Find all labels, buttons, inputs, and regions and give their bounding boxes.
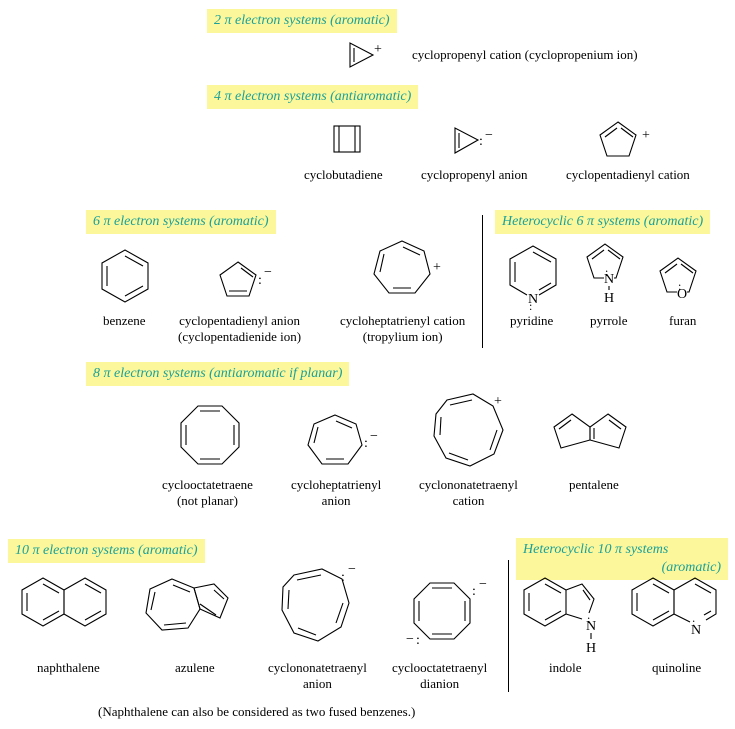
section-6pi-header: 6 π electron systems (aromatic) <box>86 210 276 234</box>
label-pentalene: pentalene <box>569 477 619 492</box>
label-cycloheptatrienyl-anion: cycloheptatrienyl anion <box>291 477 381 509</box>
svg-text:H: H <box>586 641 596 656</box>
pyridine-structure: N : <box>509 245 557 313</box>
label-cycloheptatrienyl-anion-line2: anion <box>321 493 351 508</box>
label-tropylium-line2: (tropylium ion) <box>362 329 443 344</box>
svg-text:+: + <box>433 260 441 275</box>
label-cyclopentadienyl-anion-line1: cyclopentadienyl anion <box>179 313 301 328</box>
pyrrole-structure: N : H <box>586 243 624 306</box>
label-pyridine: pyridine <box>510 313 554 328</box>
pentalene-structure <box>553 413 627 449</box>
label-indole: indole <box>549 660 582 675</box>
cyclooctatetraene-structure <box>180 405 240 465</box>
svg-text:−: − <box>264 265 272 280</box>
svg-text:N: N <box>691 623 701 638</box>
label-cyclopropenyl-cation: cyclopropenyl cation (cyclopropenium ion… <box>412 47 638 62</box>
label-cyclooctatetraene-line1: cyclooctatetraene <box>162 477 253 492</box>
section-4pi-header: 4 π electron systems (antiaromatic) <box>207 85 419 109</box>
cyclopentadienyl-cation-structure: + <box>599 121 650 157</box>
benzene-structure <box>101 249 149 303</box>
cycloheptatrienyl-anion-structure: : − <box>307 414 378 465</box>
svg-text::: : <box>416 633 420 648</box>
svg-text:−: − <box>485 128 493 143</box>
section-heterocyclic-10pi-line1: Heterocyclic 10 π systems <box>523 542 669 557</box>
svg-text::: : <box>472 584 476 599</box>
tropylium-structure: + <box>373 240 441 294</box>
furan-structure: O : <box>659 257 697 302</box>
section-10pi-header: 10 π electron systems (aromatic) <box>8 539 205 563</box>
section-2pi-header: 2 π electron systems (aromatic) <box>207 9 397 33</box>
label-cyclopentadienyl-anion: cyclopentadienyl anion (cyclopentadienid… <box>178 313 301 345</box>
svg-text:+: + <box>494 394 502 409</box>
svg-text:−: − <box>406 632 414 647</box>
svg-text::: : <box>258 273 262 288</box>
svg-text::: : <box>587 612 590 626</box>
separator-heterocyclic-6pi <box>482 215 483 348</box>
cyclononatetraenyl-anion-structure: : − <box>281 562 356 642</box>
label-cyclopropenyl-anion: cyclopropenyl anion <box>421 167 528 182</box>
label-cyclononatetraenyl-cation-line1: cyclononatetraenyl <box>419 477 518 492</box>
section-heterocyclic-6pi-header: Heterocyclic 6 π systems (aromatic) <box>495 210 711 234</box>
svg-text:H: H <box>604 291 614 306</box>
label-cyclononatetraenyl-anion: cyclononatetraenyl anion <box>268 660 367 692</box>
svg-text::: : <box>529 299 532 313</box>
label-pyrrole: pyrrole <box>590 313 628 328</box>
section-heterocyclic-10pi-line2: (aromatic) <box>661 560 721 575</box>
label-tropylium-line1: cycloheptatrienyl cation <box>340 313 466 328</box>
label-cycloheptatrienyl-anion-line1: cycloheptatrienyl <box>291 477 382 492</box>
label-cyclononatetraenyl-anion-line1: cyclononatetraenyl <box>268 660 367 675</box>
svg-text:+: + <box>374 42 382 57</box>
svg-text:−: − <box>348 562 356 577</box>
footnote: (Naphthalene can also be considered as t… <box>98 704 416 719</box>
svg-text:−: − <box>479 577 487 592</box>
svg-text::: : <box>341 570 345 585</box>
label-cyclopentadienyl-cation: cyclopentadienyl cation <box>566 167 690 182</box>
label-benzene: benzene <box>103 313 146 328</box>
svg-text::: : <box>364 436 368 451</box>
label-cyclopentadienyl-anion-line2: (cyclopentadienide ion) <box>178 329 302 344</box>
label-cyclooctatetraenyl-dianion-line2: dianion <box>420 676 460 691</box>
label-cyclooctatetraene: cyclooctatetraene (not planar) <box>162 477 253 509</box>
label-cyclononatetraenyl-cation-line2: cation <box>452 493 485 508</box>
label-naphthalene: naphthalene <box>37 660 100 675</box>
svg-text::: : <box>479 134 483 149</box>
indole-structure: N : H <box>523 577 596 656</box>
label-cyclononatetraenyl-anion-line2: anion <box>303 676 332 691</box>
svg-text:N: N <box>528 292 538 307</box>
svg-text:+: + <box>642 128 650 143</box>
svg-text:O: O <box>677 287 687 302</box>
cyclopentadienyl-anion-structure: : − <box>219 261 272 297</box>
cyclopropenyl-anion-structure: : − <box>454 127 493 154</box>
svg-text::: : <box>678 279 681 293</box>
label-azulene: azulene <box>175 660 215 675</box>
naphthalene-structure <box>21 577 107 627</box>
section-8pi-header: 8 π electron systems (antiaromatic if pl… <box>86 362 350 386</box>
cyclopropenyl-cation-structure: + <box>349 42 382 68</box>
label-cyclooctatetraenyl-dianion: cyclooctatetraenyl dianion <box>392 660 487 692</box>
svg-text:−: − <box>370 429 378 444</box>
quinoline-structure: N : <box>631 577 717 638</box>
label-cyclooctatetraene-line2: (not planar) <box>176 493 238 508</box>
cyclononatetraenyl-cation-structure: + <box>433 393 504 467</box>
label-furan: furan <box>669 313 697 328</box>
separator-heterocyclic-10pi <box>508 560 509 692</box>
cyclooctatetraenyl-dianion-structure: : − − : <box>406 577 487 648</box>
svg-text:N: N <box>604 272 614 287</box>
label-cyclononatetraenyl-cation: cyclononatetraenyl cation <box>419 477 518 509</box>
label-cyclooctatetraenyl-dianion-line1: cyclooctatetraenyl <box>392 660 488 675</box>
cyclobutadiene-structure <box>333 125 361 153</box>
svg-text:N: N <box>586 619 596 634</box>
label-quinoline: quinoline <box>652 660 702 675</box>
svg-text::: : <box>605 265 608 279</box>
label-tropylium: cycloheptatrienyl cation (tropylium ion) <box>340 313 465 345</box>
section-heterocyclic-10pi-header: Heterocyclic 10 π systems (aromatic) <box>516 538 728 580</box>
azulene-structure <box>145 578 229 631</box>
label-cyclobutadiene: cyclobutadiene <box>304 167 383 182</box>
svg-text::: : <box>692 615 695 629</box>
